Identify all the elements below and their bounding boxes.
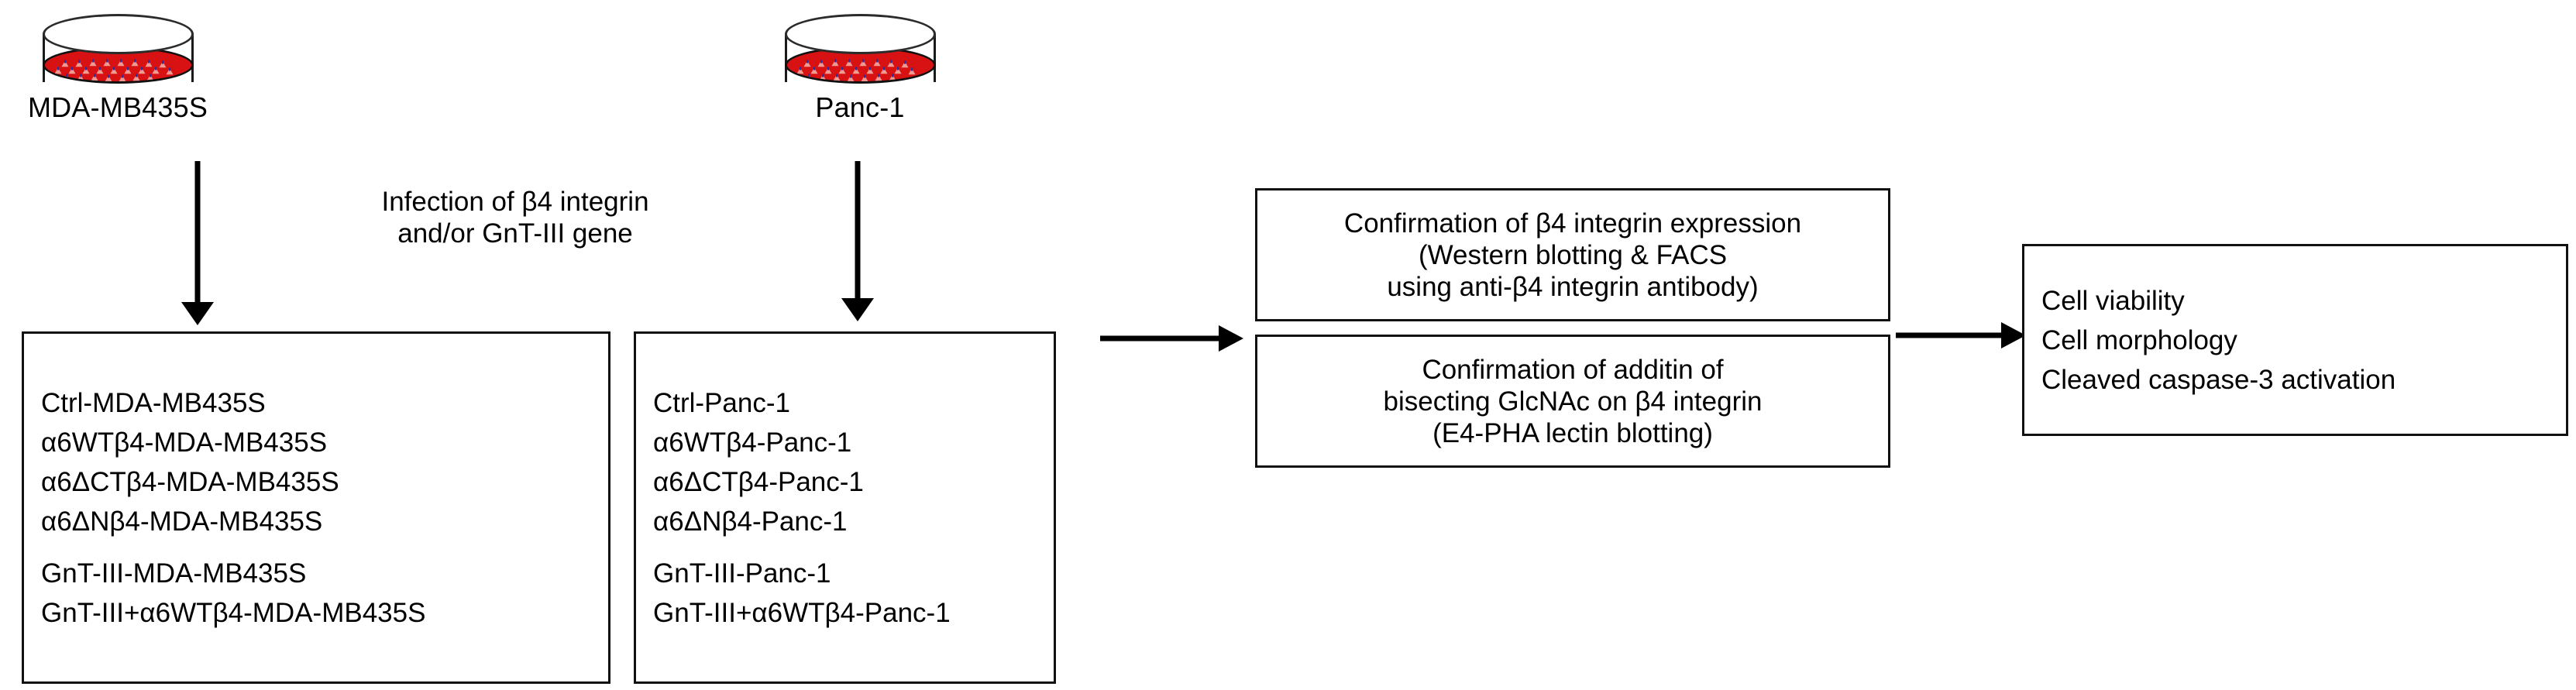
arrow-down-panc (838, 161, 877, 321)
cell-line-list-panc: Ctrl-Panc-1 α6WTβ4-Panc-1 α6ΔCTβ4-Panc-1… (634, 331, 1056, 684)
petri-dish-label-mda: MDA-MB435S (27, 91, 208, 123)
list-item: α6ΔNβ4-Panc-1 (653, 506, 848, 537)
arrow-down-mda (178, 161, 217, 325)
list-item: GnT-III+α6WTβ4-MDA-MB435S (41, 597, 426, 628)
confirmation-glcnac-box: Confirmation of additin of bisecting Glc… (1255, 335, 1890, 468)
list-item: α6ΔCTβ4-Panc-1 (653, 466, 864, 497)
petri-dish-wall (43, 34, 194, 82)
petri-dish-wall (785, 34, 936, 82)
confirmation-glcnac-line: (E4-PHA lectin blotting) (1432, 417, 1713, 448)
arrow-right-to-readouts (1896, 322, 2026, 348)
infection-caption-line2: and/or GnT-III gene (397, 218, 633, 249)
list-item: GnT-III-MDA-MB435S (41, 558, 307, 589)
petri-dish-rim (43, 14, 194, 54)
infection-caption-line1: Infection of β4 integrin (381, 187, 649, 217)
list-item: GnT-III-Panc-1 (653, 558, 831, 589)
list-item: α6ΔCTβ4-MDA-MB435S (41, 466, 339, 497)
list-item: α6WTβ4-MDA-MB435S (41, 427, 328, 458)
confirmation-glcnac-line: bisecting GlcNAc on β4 integrin (1383, 386, 1763, 417)
list-item: Cell morphology (2041, 324, 2237, 355)
confirmation-glcnac-line: Confirmation of additin of (1422, 354, 1724, 385)
infection-caption: Infection of β4 integrin and/or GnT-III … (337, 186, 693, 250)
list-item: α6ΔNβ4-MDA-MB435S (41, 506, 323, 537)
list-item: Ctrl-MDA-MB435S (41, 387, 266, 418)
petri-dish-mda (43, 14, 194, 84)
list-item: GnT-III+α6WTβ4-Panc-1 (653, 597, 951, 628)
list-item: α6WTβ4-Panc-1 (653, 427, 852, 458)
confirmation-expression-line: (Western blotting & FACS (1418, 239, 1728, 270)
petri-dish-rim (785, 14, 936, 54)
confirmation-expression-box: Confirmation of β4 integrin expression (… (1255, 188, 1890, 321)
cell-line-list-mda: Ctrl-MDA-MB435S α6WTβ4-MDA-MB435S α6ΔCTβ… (22, 331, 610, 684)
confirmation-expression-line: using anti-β4 integrin antibody) (1387, 271, 1759, 302)
readouts-box: Cell viability Cell morphology Cleaved c… (2022, 244, 2568, 436)
arrow-right-to-confirmation (1100, 325, 1243, 352)
confirmation-expression-line: Confirmation of β4 integrin expression (1343, 208, 1802, 239)
petri-dish-panc (785, 14, 936, 84)
petri-dish-label-panc: Panc-1 (815, 91, 905, 123)
list-item: Ctrl-Panc-1 (653, 387, 790, 418)
list-item: Cell viability (2041, 285, 2185, 316)
list-item: Cleaved caspase-3 activation (2041, 364, 2396, 395)
